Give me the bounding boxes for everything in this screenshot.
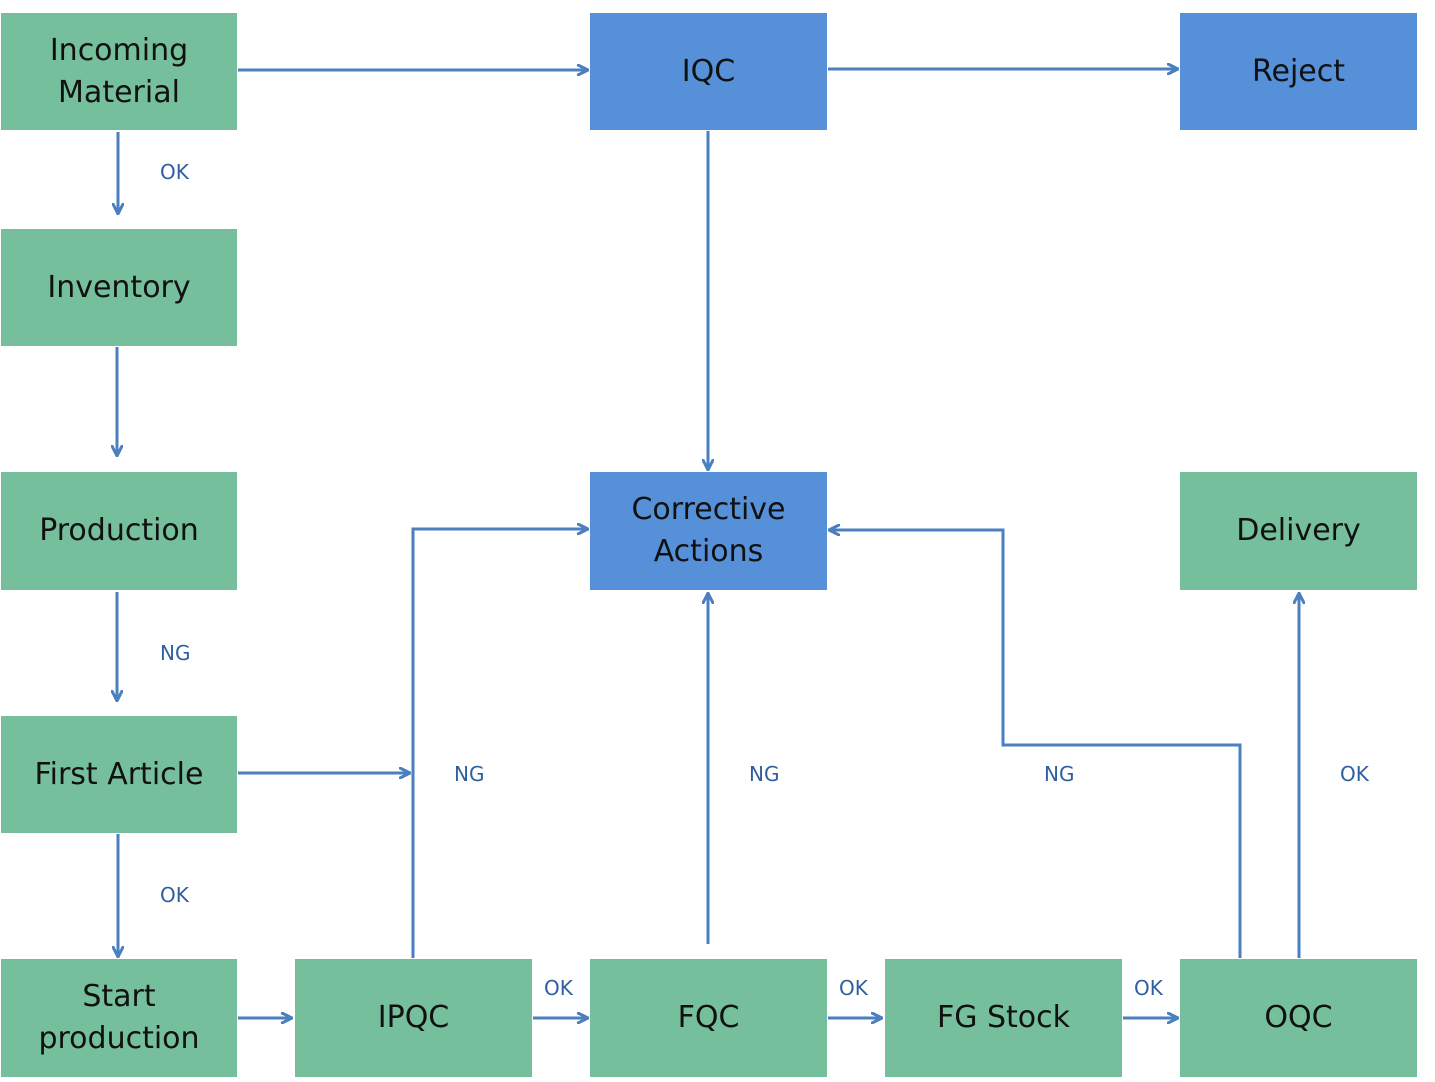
arrow-oqc-to-corrective bbox=[829, 530, 1242, 958]
node-fg-stock: FG Stock bbox=[885, 959, 1122, 1077]
node-oqc: OQC bbox=[1180, 959, 1417, 1077]
node-iqc: IQC bbox=[590, 13, 827, 130]
label-fg-stock-to-oqc: OK bbox=[1134, 976, 1163, 1000]
node-inventory: Inventory bbox=[1, 229, 237, 346]
node-first-article: First Article bbox=[1, 716, 237, 833]
node-ipqc: IPQC bbox=[295, 959, 532, 1077]
label-ipqc-to-fqc: OK bbox=[544, 976, 573, 1000]
arrow-ipqc-to-corrective bbox=[411, 529, 588, 958]
node-fqc: FQC bbox=[590, 959, 827, 1077]
label-first-article-to-start: OK bbox=[160, 883, 189, 907]
label-ipqc-to-corrective: NG bbox=[454, 762, 485, 786]
label-oqc-to-corrective: NG bbox=[1044, 762, 1075, 786]
node-delivery: Delivery bbox=[1180, 472, 1417, 590]
label-oqc-to-delivery: OK bbox=[1340, 762, 1369, 786]
label-fqc-to-corrective: NG bbox=[749, 762, 780, 786]
label-incoming-to-inventory: OK bbox=[160, 160, 189, 184]
label-fqc-to-fg-stock: OK bbox=[839, 976, 868, 1000]
node-reject: Reject bbox=[1180, 13, 1417, 130]
node-production: Production bbox=[1, 472, 237, 590]
label-production-to-first-article: NG bbox=[160, 641, 191, 665]
